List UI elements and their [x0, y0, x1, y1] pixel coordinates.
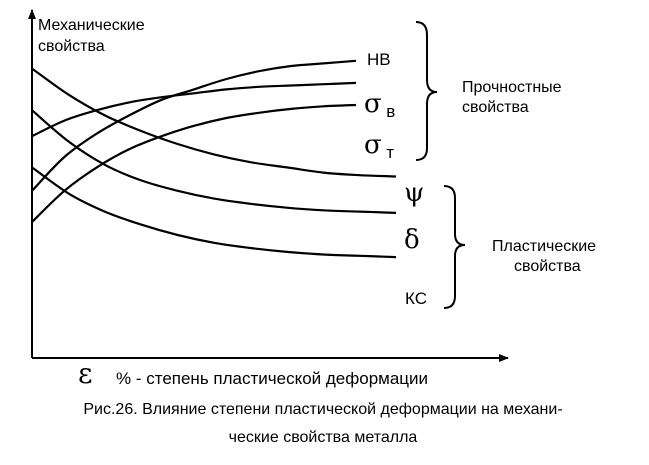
curve-ks: [31, 166, 397, 259]
curve-sigma-b: [31, 81, 357, 138]
y-axis-title-line-1: Механические: [38, 17, 145, 34]
strength-brace: [415, 21, 438, 161]
series-curves: [31, 59, 397, 259]
x-axis-symbol: ε: [78, 357, 93, 390]
curve-label-hb: HB: [367, 50, 391, 69]
subscript-t: т: [386, 143, 394, 162]
strength-group-label-line-2: свойства: [462, 99, 529, 116]
x-axis-title: % - степень пластической деформации: [116, 369, 428, 388]
curve-labels: HB σ в σ т ψ δ КС: [364, 50, 427, 308]
curve-hb: [31, 59, 357, 192]
figure-caption-line-1: Рис.26. Влияние степени пластической деф…: [83, 401, 562, 418]
figure-caption-line-2: ческие свойства металла: [229, 429, 418, 446]
curve-label-sigma-b: σ в: [364, 89, 395, 121]
sigma-symbol: σ: [364, 89, 382, 119]
plasticity-group-label-line-2: свойства: [514, 258, 581, 275]
curve-label-psi: ψ: [404, 178, 424, 208]
strength-group-label-line-1: Прочностные: [462, 79, 562, 96]
plasticity-group-label-line-1: Пластические: [492, 238, 596, 255]
curve-label-sigma-t: σ т: [364, 130, 394, 162]
y-axis-title: Механические свойства: [38, 17, 149, 55]
curve-psi: [31, 67, 397, 178]
subscript-b: в: [386, 102, 395, 121]
plasticity-brace: [443, 185, 466, 309]
curve-delta: [31, 109, 397, 214]
y-axis-title-line-2: свойства: [38, 38, 105, 55]
plasticity-group-label: Пластические свойства: [492, 238, 601, 275]
curve-label-ks: КС: [405, 289, 427, 308]
curve-sigma-t: [31, 103, 357, 223]
strength-group-label: Прочностные свойства: [462, 79, 566, 116]
curve-label-delta: δ: [404, 225, 420, 255]
sigma-symbol: σ: [364, 130, 382, 160]
